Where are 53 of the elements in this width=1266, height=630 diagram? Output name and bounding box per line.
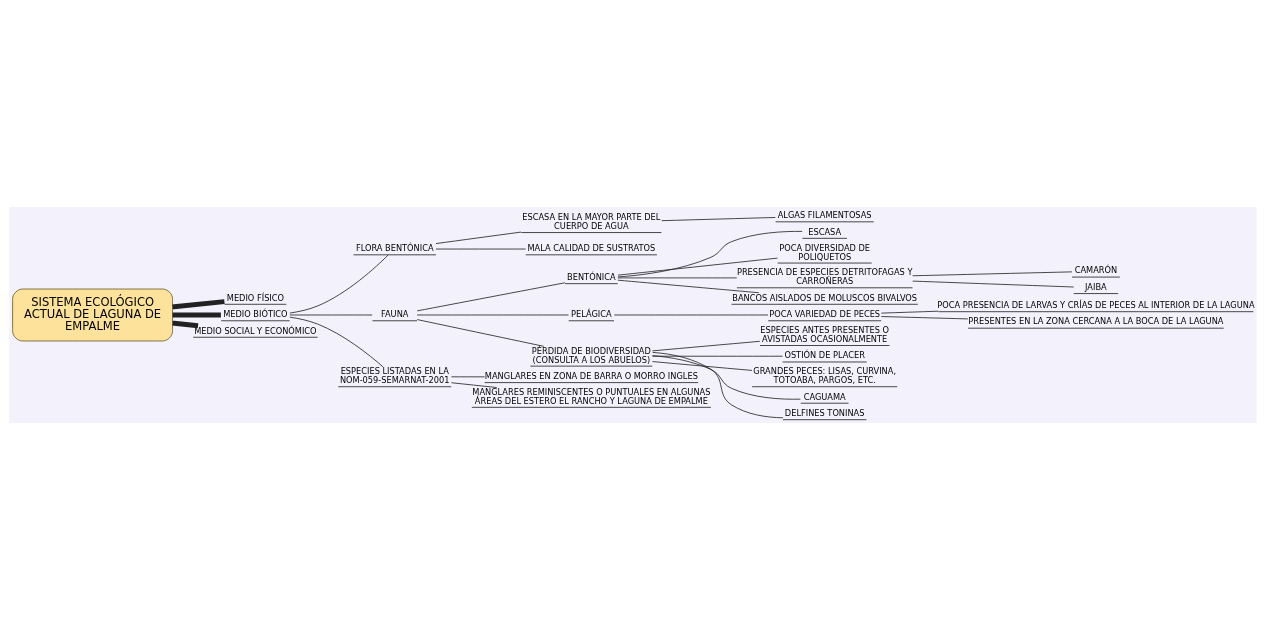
connector [617,279,760,294]
node-text: PRESENCIA DE ESPECIES DETRITOFAGAS Y CARROÑERAS [736,267,913,287]
node-text: ALGAS FILAMENTOSAS [777,210,872,221]
connector [880,316,969,320]
connector [172,299,225,310]
node-text: PRESENTES EN LA ZONA CERCANA A LA BOCA DE LA LAGUNA [968,316,1224,327]
node-text: PÉRDIDA DE BIODIVERSIDAD (CONSULTA A LOS ABUELOS) [531,345,651,365]
node-text: MALA CALIDAD DE SUSTRATOS [527,243,656,254]
connector [652,355,783,357]
node-text: DELFINES TONINAS [784,407,865,418]
connector [912,271,1073,277]
node-text: MEDIO BIÓTICO [223,309,288,320]
node-text: POCA VARIEDAD DE PECES [769,309,881,320]
node-text: OSTIÓN DE PLACER [784,350,865,361]
node-text: MANGLARES EN ZONA DE BARRA O MORRO INGLES [484,370,698,381]
connector [912,280,1075,288]
node-text: FLORA BENTÓNICA [355,243,434,254]
node-text: CAGUAMA [803,391,846,402]
node-text: ESPECIES LISTADAS EN LA NOM-059-SEMARNAT-2001 [339,366,450,386]
connector [435,231,522,244]
connector [289,314,373,316]
connector [289,316,384,368]
connector [289,254,389,314]
connector [652,361,753,371]
connector [652,352,784,419]
node-text: CAMARÓN [1074,265,1118,276]
connector [617,277,738,279]
connector [617,257,778,276]
node-text: ESCASA EN LA MAYOR PARTE DEL CUERPO DE AGUA [522,212,661,232]
connector [661,217,776,222]
node-text: BENTÓNICA [567,271,616,282]
node-text: POCA DIVERSIDAD DE POLIQUETOS [779,242,871,262]
connector [172,320,199,329]
connector [617,230,803,278]
node-text: FAUNA [381,309,409,320]
connector [880,310,939,314]
connector [451,382,498,388]
node-box: SISTEMA ECOLÓGICO ACTUAL DE LAGUNA DE EMPALME [12,288,173,342]
node-text: ESCASA [808,226,842,237]
node-text: MEDIO SOCIAL Y ECONÓMICO [194,325,317,336]
node-text: PELÁGICA [571,309,612,320]
node-text: MANGLARES REMINISCENTES O PUNTUALES EN ALGUNAS ÁREAS DEL ESTERO EL RANCHO Y LAGUNA DE EMPALME [472,386,711,407]
node-text: MEDIO FÍSICO [226,292,285,303]
node-text: BANCOS AISLADOS DE MOLUSCOS BIVALVOS [732,292,918,303]
node-text: JAIBA [1085,281,1107,292]
connector [416,282,566,312]
node-text: ESPECIES ANTES PRESENTES O AVISTADAS OCASIONALMENTE [760,325,890,345]
connector [172,312,221,318]
connector [652,340,761,352]
connector [652,355,801,400]
node-text: POCA PRESENCIA DE LARVAS Y CRÍAS DE PECES AL INTERIOR DE LA LAGUNA [937,299,1255,310]
connector [416,319,545,347]
node-text: GRANDES PECES: LISAS, CURVINA, TOTOABA, PARGOS, ETC. [753,366,897,386]
